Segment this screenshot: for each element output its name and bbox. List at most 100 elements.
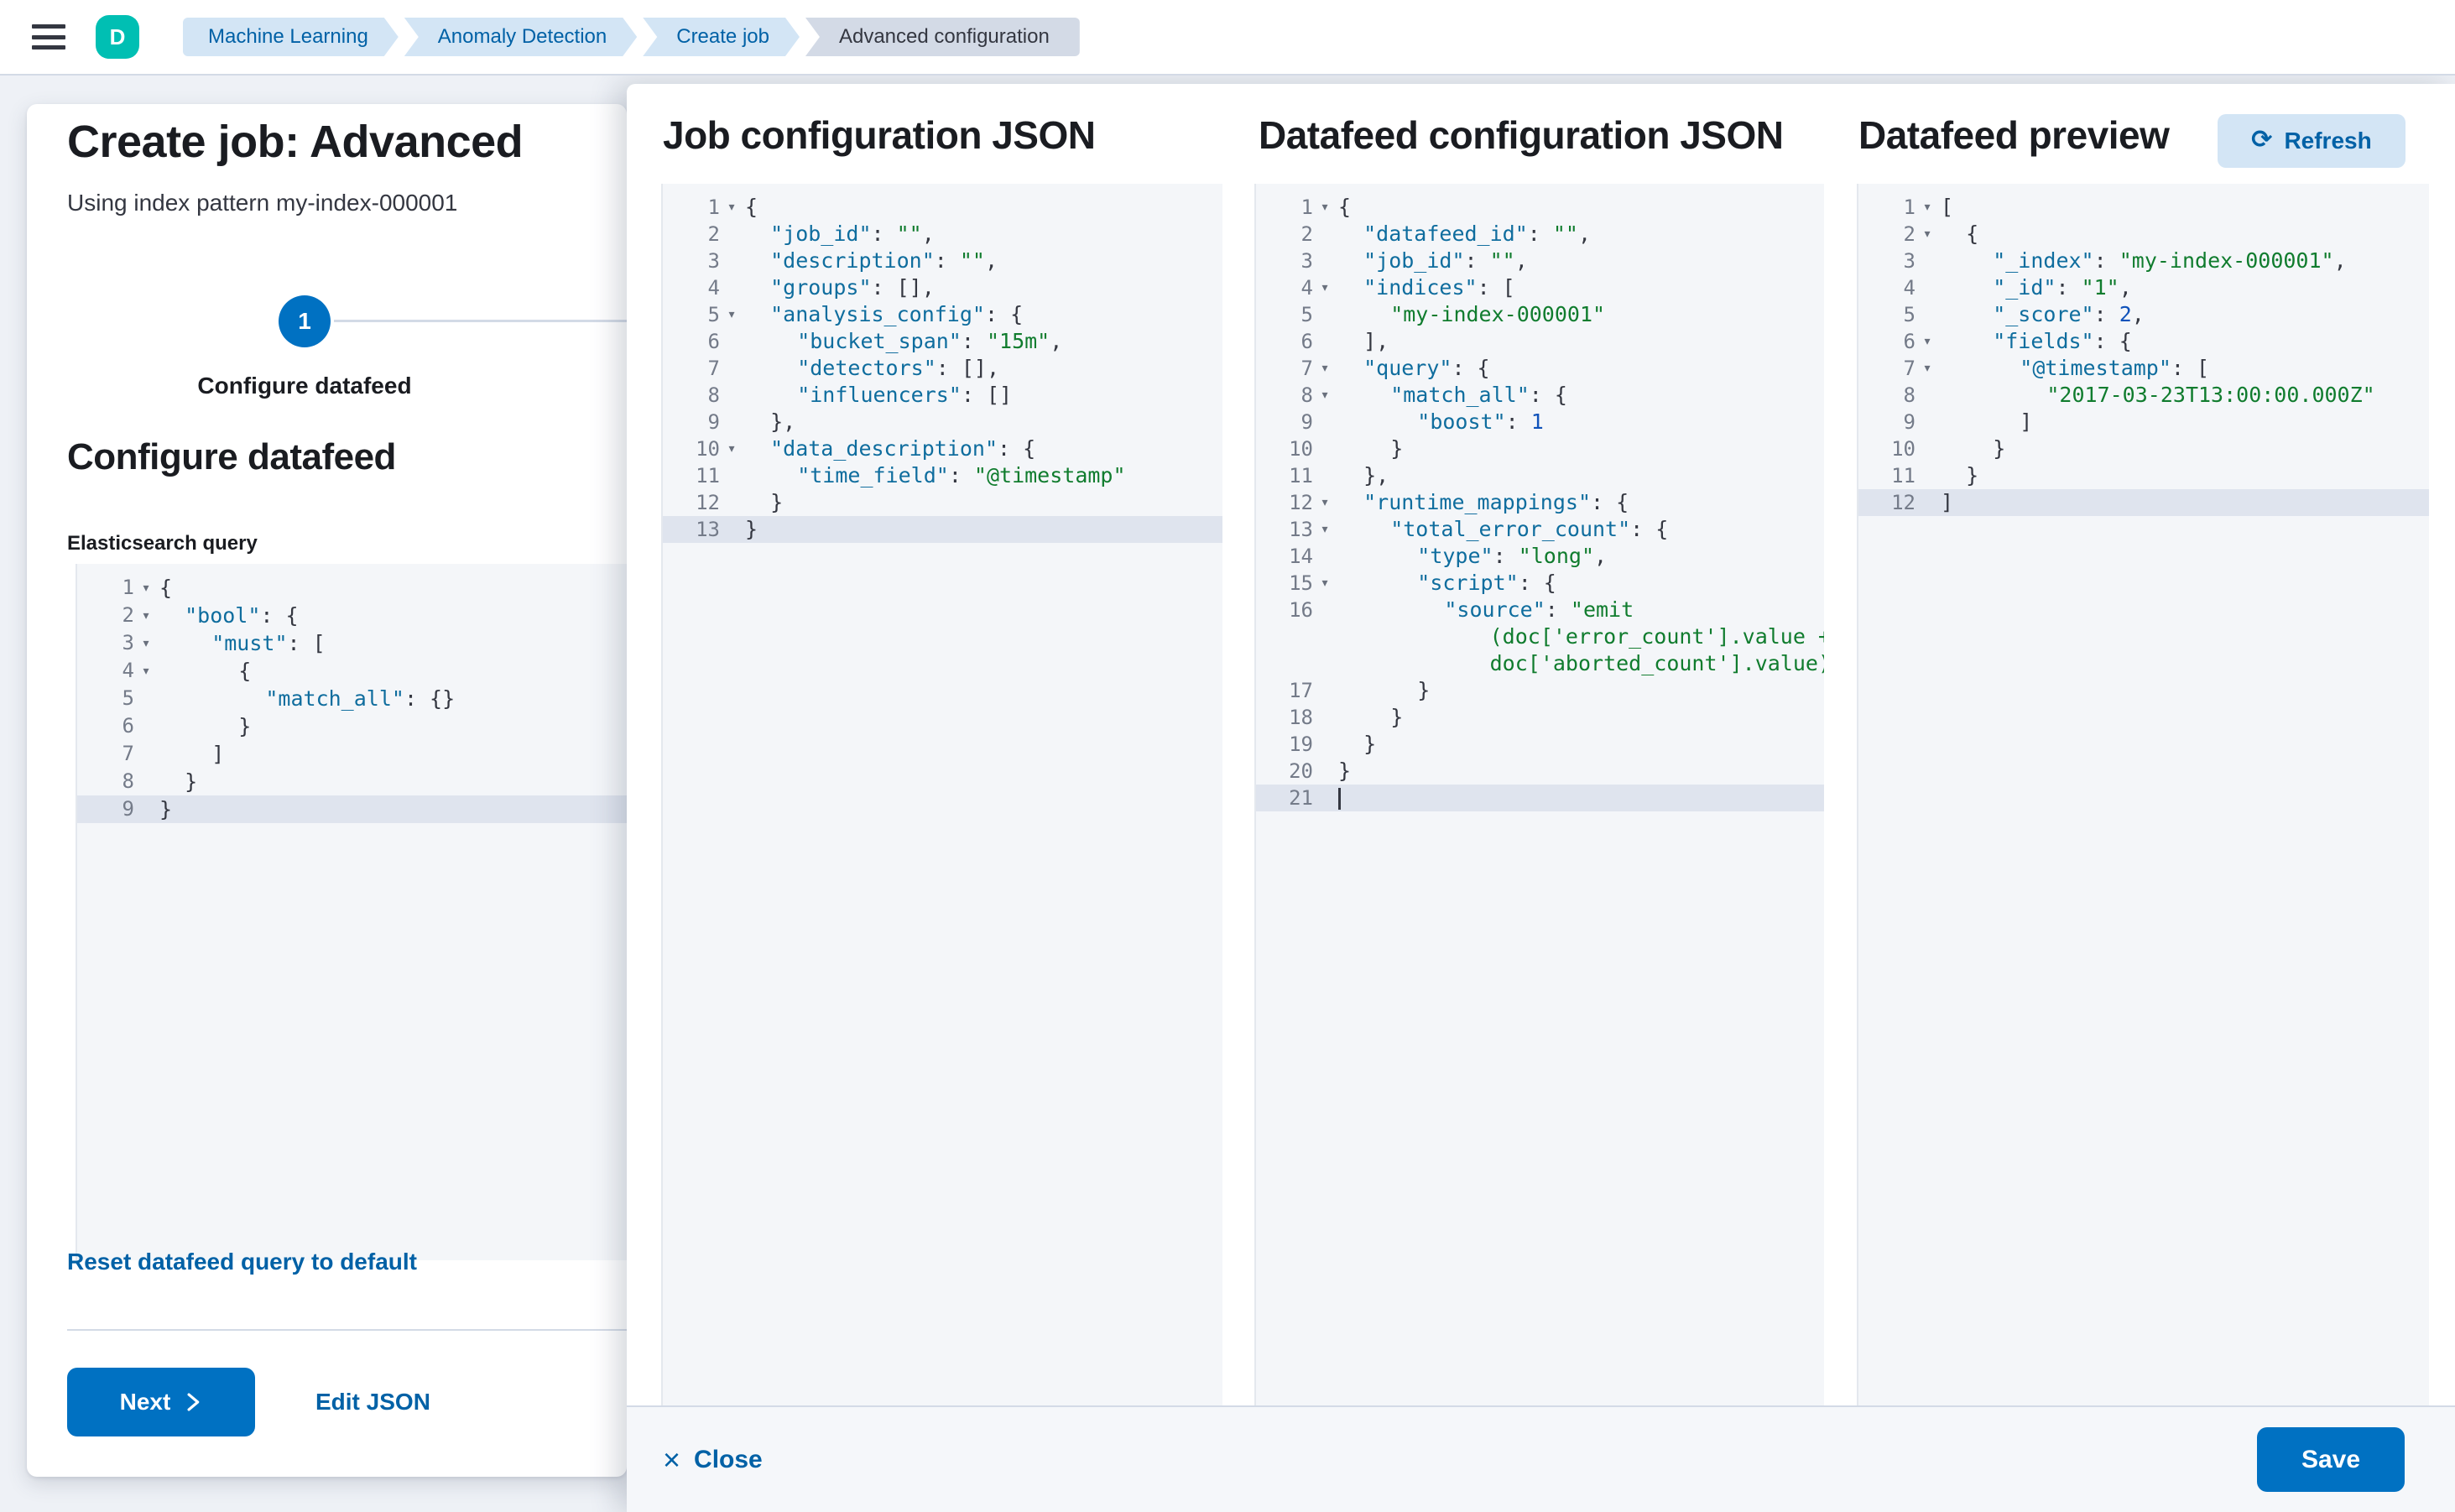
code-line: 1▾[ <box>1903 195 1954 219</box>
code-line: 3"_index": "my-index-000001", <box>1903 248 2347 273</box>
edit-json-link[interactable]: Edit JSON <box>315 1389 430 1415</box>
datafeed-configuration-heading: Datafeed configuration JSON <box>1259 113 1784 157</box>
code-line: 10} <box>1891 436 2006 461</box>
code-line: 7▾"query": { <box>1300 356 1490 380</box>
datafeed-preview-editor[interactable]: 1▾[ 2▾{3"_index": "my-index-000001",4"_id… <box>1857 184 2429 1405</box>
code-line: 9} <box>77 795 628 823</box>
code-line: doc['aborted_count'].value)" <box>1338 651 1824 675</box>
text-cursor <box>1338 788 1341 810</box>
code-line: 3"job_id": "", <box>1300 248 1528 273</box>
code-line: 18} <box>1289 705 1404 729</box>
code-line: 6], <box>1300 329 1389 353</box>
code-line: 3"description": "", <box>707 248 998 273</box>
job-configuration-heading: Job configuration JSON <box>663 113 1096 157</box>
elasticsearch-query-label: Elasticsearch query <box>67 532 258 555</box>
code-line: 6} <box>122 714 252 738</box>
code-line: 11}, <box>1289 463 1389 487</box>
code-line: 8"2017-03-23T13:00:00.000Z" <box>1903 383 2375 407</box>
close-icon: × <box>663 1442 681 1477</box>
fold-arrow-icon[interactable]: ▾ <box>1922 359 1932 377</box>
code-line: 2▾"bool": { <box>122 603 299 628</box>
code-line: 14"type": "long", <box>1289 544 1608 568</box>
fold-arrow-icon[interactable]: ▾ <box>1320 359 1330 377</box>
code-line: 5▾"analysis_config": { <box>707 302 1024 326</box>
code-line: 15▾"script": { <box>1289 571 1556 595</box>
chevron-right-icon <box>187 1393 200 1411</box>
fold-arrow-icon[interactable]: ▾ <box>727 305 737 323</box>
code-line: 11} <box>1891 463 1979 487</box>
code-line: 8} <box>122 769 198 794</box>
fold-arrow-icon[interactable]: ▾ <box>1922 198 1932 216</box>
save-button[interactable]: Save <box>2257 1427 2405 1492</box>
code-line: 1▾{ <box>707 195 758 219</box>
code-line: 10} <box>1289 436 1404 461</box>
refresh-button[interactable]: ⟳ Refresh <box>2218 114 2405 168</box>
code-line: 16"source": "emit <box>1289 597 1634 622</box>
code-line: 6"bucket_span": "15m", <box>707 329 1063 353</box>
fold-arrow-icon[interactable]: ▾ <box>1320 386 1330 404</box>
fold-arrow-icon[interactable]: ▾ <box>141 634 151 652</box>
close-button[interactable]: × Close <box>663 1442 763 1477</box>
flyout-footer: × Close Save <box>627 1405 2455 1512</box>
code-line: 19} <box>1289 732 1377 756</box>
code-line: 12] <box>1858 489 2429 516</box>
fold-arrow-icon[interactable]: ▾ <box>141 579 151 597</box>
code-line: 7] <box>122 742 225 766</box>
job-configuration-editor[interactable]: 1▾{ 2"job_id": "",3"description": "",4"gr… <box>661 184 1222 1405</box>
code-line: 13} <box>663 516 1222 543</box>
refresh-icon: ⟳ <box>2251 126 2273 154</box>
code-line: 11"time_field": "@timestamp" <box>696 463 1126 487</box>
create-job-wizard-panel: Create job: Advanced Using index pattern… <box>27 104 628 1477</box>
reset-datafeed-query-link[interactable]: Reset datafeed query to default <box>67 1249 417 1275</box>
code-line: 1▾{ <box>122 576 173 600</box>
page-title: Create job: Advanced <box>67 117 524 167</box>
fold-arrow-icon[interactable]: ▾ <box>727 440 737 457</box>
next-button[interactable]: Next <box>67 1368 255 1436</box>
elasticsearch-query-editor[interactable]: 1▾{2▾"bool": {3▾"must": [4▾{5"match_all"… <box>76 564 628 1260</box>
fold-arrow-icon[interactable]: ▾ <box>1320 574 1330 592</box>
code-line: 8"influencers": [] <box>707 383 1013 407</box>
code-line: 9] <box>1903 409 2033 434</box>
step-connector-line <box>334 320 627 322</box>
avatar[interactable]: D <box>96 15 139 59</box>
code-line: 4"_id": "1", <box>1903 275 2132 300</box>
code-line: 5"_score": 2, <box>1903 302 2145 326</box>
page-subtitle: Using index pattern my-index-000001 <box>67 190 458 216</box>
code-line: 17} <box>1289 678 1431 702</box>
code-line: 2"datafeed_id": "", <box>1300 222 1592 246</box>
breadcrumb-item[interactable]: Machine Learning <box>183 18 399 56</box>
edit-json-flyout: Job configuration JSON Datafeed configur… <box>627 84 2455 1512</box>
fold-arrow-icon[interactable]: ▾ <box>141 607 151 624</box>
datafeed-configuration-editor[interactable]: 1▾{2"datafeed_id": "",3"job_id": "",4▾"i… <box>1254 184 1824 1405</box>
fold-arrow-icon[interactable]: ▾ <box>1320 520 1330 538</box>
fold-arrow-icon[interactable]: ▾ <box>1922 332 1932 350</box>
fold-arrow-icon[interactable]: ▾ <box>1320 493 1330 511</box>
code-line: 5"match_all": {} <box>122 686 456 711</box>
code-line: 6▾"fields": { <box>1903 329 2132 353</box>
datafeed-preview-heading: Datafeed preview <box>1858 113 2170 157</box>
code-line: 7"detectors": [], <box>707 356 1000 380</box>
step-indicator-1[interactable]: 1 <box>279 295 331 347</box>
code-line: 9"boost": 1 <box>1300 409 1544 434</box>
breadcrumb-item[interactable]: Create job <box>643 18 800 56</box>
step-label: Configure datafeed <box>197 373 412 399</box>
code-line: 21 <box>1256 785 1824 811</box>
fold-arrow-icon[interactable]: ▾ <box>727 198 737 216</box>
code-line: 20} <box>1289 759 1352 783</box>
code-line: 9}, <box>707 409 796 434</box>
divider <box>67 1329 627 1331</box>
code-line: 4"groups": [], <box>707 275 935 300</box>
code-line: 12} <box>696 490 784 514</box>
fold-arrow-icon[interactable]: ▾ <box>141 662 151 680</box>
breadcrumb-item[interactable]: Anomaly Detection <box>404 18 637 56</box>
code-line: 2▾{ <box>1903 222 1979 246</box>
fold-arrow-icon[interactable]: ▾ <box>1922 225 1932 242</box>
code-line: (doc['error_count'].value + <box>1338 624 1824 649</box>
fold-arrow-icon[interactable]: ▾ <box>1320 198 1330 216</box>
code-line: 2"job_id": "", <box>707 222 935 246</box>
fold-arrow-icon[interactable]: ▾ <box>1320 279 1330 296</box>
menu-icon[interactable] <box>32 24 65 50</box>
code-line: 5"my-index-000001" <box>1300 302 1606 326</box>
section-heading: Configure datafeed <box>67 436 396 477</box>
